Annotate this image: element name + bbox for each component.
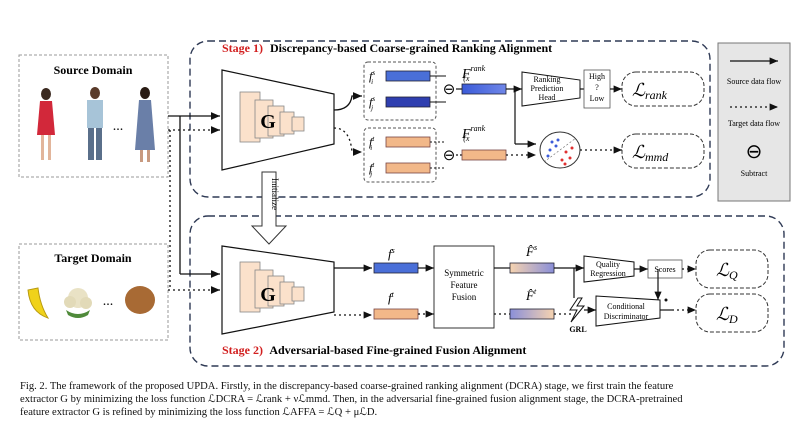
fj-t-bar — [385, 162, 431, 174]
stage1-target-feature-box — [363, 127, 437, 183]
discriminator-output-node — [664, 298, 668, 302]
loss-rank-label: ℒrank — [632, 80, 668, 102]
fused-target-label: F̂t — [525, 287, 537, 303]
fused-source-bar — [509, 262, 555, 274]
framework-figure: Source Domain ... Target Domain — [18, 40, 791, 367]
loss-mmd-box — [621, 133, 705, 169]
high-low-box — [583, 69, 611, 109]
source-person-images: ... — [37, 87, 155, 162]
target-object-images: ... — [27, 286, 155, 319]
stage2-ft-bar — [373, 308, 419, 320]
legend-box — [717, 42, 791, 202]
loss-d-label: ℒD — [716, 304, 738, 326]
stage1-encoder-label: G — [260, 111, 276, 133]
stage2-encoder: G — [221, 245, 335, 335]
stage1-encoder: G — [221, 69, 335, 171]
caption-line-3: feature extractor G is refined by minimi… — [20, 407, 378, 419]
target-domain-title: Target Domain — [54, 251, 132, 265]
stage1-prefix: Stage 1) — [222, 41, 263, 55]
person-3 — [135, 87, 155, 162]
fused-source-label: F̂s — [525, 243, 537, 259]
loss-rank-box — [621, 71, 705, 107]
legend-subtract: Subtract — [741, 169, 768, 178]
symmetric-feature-fusion-box — [433, 245, 495, 329]
mmd-distribution-circle — [539, 131, 581, 169]
stage1-source-feature-box — [363, 61, 437, 121]
grl-lightning-icon — [569, 297, 586, 323]
figure-caption: Fig. 2. The framework of the proposed UP… — [20, 380, 790, 420]
caption-line-2: extractor G by minimizing the loss funct… — [20, 394, 683, 406]
banana-image — [27, 287, 50, 319]
person-2 — [87, 87, 103, 160]
f-rank-source-bar — [461, 83, 507, 95]
stage2-ft-label: ft — [388, 290, 395, 305]
stage1-box — [189, 40, 711, 198]
source-domain-title: Source Domain — [54, 63, 133, 77]
legend-subtract-icon: ⊖ — [746, 141, 763, 163]
initialize-label: Initialize — [270, 178, 280, 210]
stage2-prefix: Stage 2) — [222, 343, 263, 357]
target-domain-box — [18, 243, 169, 341]
high-low-text: High?Low — [589, 72, 605, 103]
loss-d-box — [695, 293, 769, 333]
stage1-title-text: Discrepancy-based Coarse-grained Ranking… — [270, 41, 552, 55]
loss-q-label: ℒQ — [716, 260, 738, 282]
loss-mmd-label: ℒmmd — [632, 142, 669, 164]
scores-label: Scores — [654, 265, 675, 274]
stage1-subtract-source: ⊖ — [443, 82, 456, 98]
person-1 — [37, 88, 55, 160]
fj-s-bar — [385, 96, 431, 108]
f-rank-target-label: Frank(x — [461, 124, 486, 143]
stage2-title: Stage 2) Adversarial-based Fine-grained … — [222, 343, 526, 357]
bread-image — [125, 286, 155, 314]
stage2-box — [189, 215, 785, 367]
f-rank-target-bar — [461, 149, 507, 161]
fused-target-bar — [509, 308, 555, 320]
f-rank-source-label: Frank(x — [461, 64, 486, 83]
stage2-title-text: Adversarial-based Fine-grained Fusion Al… — [269, 343, 526, 357]
stage1-title: Stage 1) Discrepancy-based Coarse-graine… — [222, 41, 552, 55]
fi-s-bar — [385, 70, 431, 82]
cauliflower-image — [64, 288, 92, 318]
ellipsis-source: ... — [113, 119, 124, 134]
ellipsis-target: ... — [103, 294, 114, 309]
stage2-fs-label: fs — [388, 246, 395, 261]
loss-q-box — [695, 249, 769, 289]
stage2-encoder-label: G — [260, 284, 276, 306]
legend-source-flow: Source data flow — [727, 77, 781, 86]
grl-label: GRL — [569, 325, 586, 334]
caption-line-1: Fig. 2. The framework of the proposed UP… — [20, 381, 674, 392]
fi-t-bar — [385, 136, 431, 148]
initialize-arrow: Initialize — [250, 171, 288, 245]
stage1-subtract-target: ⊖ — [443, 148, 456, 164]
stage2-fs-bar — [373, 262, 419, 274]
legend-target-flow: Target data flow — [728, 119, 780, 128]
